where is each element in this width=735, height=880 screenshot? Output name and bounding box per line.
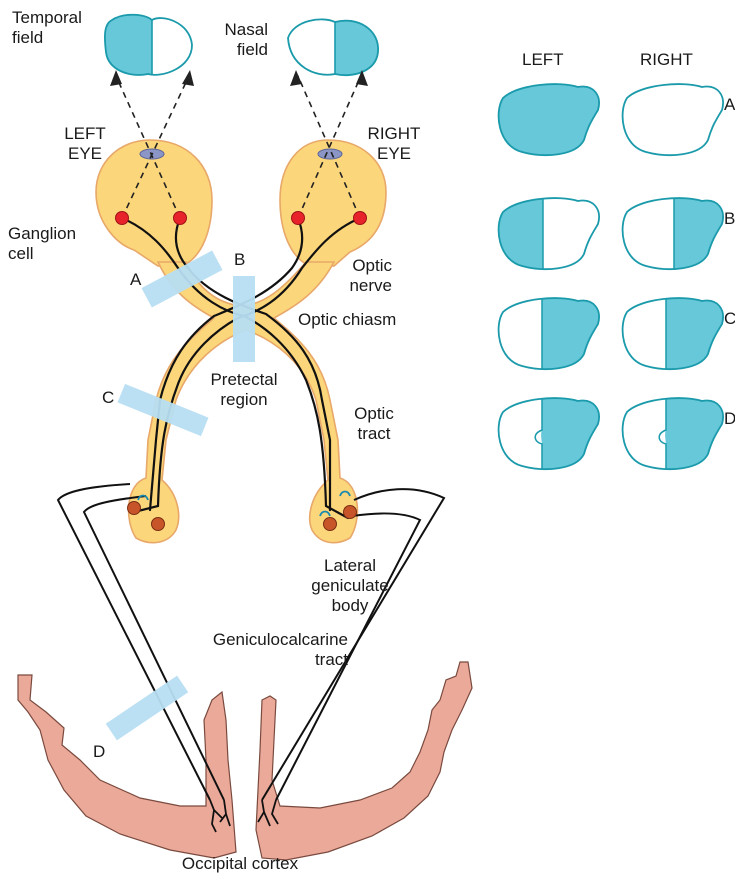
lesion-label-a: A [130, 270, 141, 290]
right-eye-visual-field [288, 10, 385, 85]
field-b-left [493, 193, 599, 280]
row-label-c: C [724, 309, 735, 328]
row-label-d: D [724, 409, 735, 428]
optic-chiasm-label: Optic chiasm [298, 310, 396, 330]
row-label-a: A [724, 95, 735, 114]
field-a-right [623, 84, 723, 155]
field-b-right [623, 193, 734, 280]
field-defect-grid: A B C D [493, 79, 735, 478]
right-lens [318, 149, 342, 159]
field-c-right [623, 293, 735, 380]
field-d-left [499, 398, 608, 478]
occipital-cortex-right [256, 662, 472, 860]
field-d-right [623, 398, 732, 478]
lesion-bar-b [233, 276, 255, 362]
lesion-label-c: C [102, 388, 114, 408]
left-eye-visual-field [100, 10, 192, 85]
field-a-left [493, 79, 610, 166]
column-header-left: LEFT [522, 50, 564, 70]
row-label-b: B [724, 209, 735, 228]
occipital-cortex-left [18, 675, 236, 858]
lesion-label-d: D [93, 742, 105, 762]
occipital-cortex-label: Occipital cortex [150, 854, 330, 874]
lesion-label-b: B [234, 250, 245, 270]
column-header-right: RIGHT [640, 50, 693, 70]
field-c-left [499, 293, 612, 380]
